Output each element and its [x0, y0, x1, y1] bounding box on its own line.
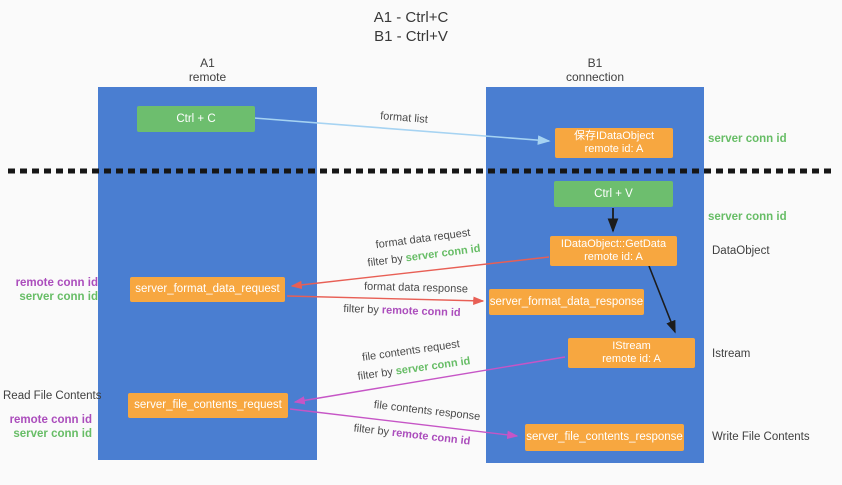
column-header-b1: B1 connection [486, 56, 704, 84]
ctrl-v-label: Ctrl + V [594, 187, 633, 200]
server-file-contents-response-box: server_file_contents_response [525, 424, 684, 451]
getdata-to-istream-arrow [648, 265, 676, 334]
filter-by-text: filter by [343, 302, 380, 317]
dataobject-label: DataObject [712, 245, 770, 257]
remote-conn-id-label-1: remote conn id [15, 277, 98, 289]
column-b1-name: B1 [587, 56, 603, 70]
server-format-data-response-label: server_format_data_response [489, 295, 644, 308]
column-b1-subtitle: connection [565, 70, 625, 84]
title-line-1: A1 - Ctrl+C [373, 9, 449, 26]
save-idataobject-line1: 保存IDataObject [573, 130, 655, 142]
file-contents-response-arrow [289, 408, 519, 440]
title-line-2: B1 - Ctrl+V [374, 28, 448, 45]
save-idataobject-box: 保存IDataObject remote id: A [555, 128, 673, 158]
istream-side-label: Istream [712, 348, 751, 360]
column-a1-subtitle: remote [188, 70, 227, 84]
server-conn-id-label-1: server conn id [19, 290, 98, 303]
idataobject-getdata-box: IDataObject::GetData remote id: A [550, 236, 677, 266]
server-format-data-request-label: server_format_data_request [135, 283, 280, 295]
server-conn-id-label-top: server conn id [708, 133, 787, 145]
server-file-contents-request-box: server_file_contents_request [128, 393, 288, 418]
server-conn-id-label-mid: server conn id [708, 211, 787, 223]
column-a1-name: A1 [200, 56, 215, 70]
istream-line2: remote id: A [602, 353, 661, 365]
idataobject-getdata-line2: remote id: A [584, 251, 643, 263]
file-contents-request-arrow [293, 356, 566, 405]
format-data-response-arrow [286, 295, 485, 305]
ctrl-v-box: Ctrl + V [554, 181, 673, 207]
remote-conn-id-label-2: remote conn id [9, 414, 92, 426]
ctrl-c-box: Ctrl + C [137, 106, 255, 132]
server-file-contents-request-label: server_file_contents_request [134, 399, 282, 411]
read-file-contents-label: Read File Contents [3, 390, 102, 402]
server-conn-id-label-2: server conn id [13, 427, 92, 440]
server-file-contents-response-label: server_file_contents_response [526, 431, 683, 443]
diagram-title: A1 - Ctrl+C B1 - Ctrl+V [311, 8, 511, 46]
ctrl-c-label: Ctrl + C [176, 112, 216, 125]
column-header-a1: A1 remote [98, 56, 317, 84]
server-format-data-response-box: server_format_data_response [489, 289, 644, 315]
server-format-data-request-box: server_format_data_request [130, 277, 285, 302]
format-list-arrow [253, 117, 551, 145]
conn-id-block-1: remote conn id server conn id [0, 277, 98, 304]
idataobject-getdata-line1: IDataObject::GetData [560, 238, 667, 250]
conn-id-block-2: remote conn id server conn id [0, 414, 92, 441]
save-idataobject-line2: remote id: A [584, 143, 644, 155]
istream-line1: IStream [612, 340, 651, 352]
istream-box: IStream remote id: A [568, 338, 695, 368]
format-data-request-arrow [290, 256, 550, 290]
write-file-contents-label: Write File Contents [712, 431, 810, 443]
